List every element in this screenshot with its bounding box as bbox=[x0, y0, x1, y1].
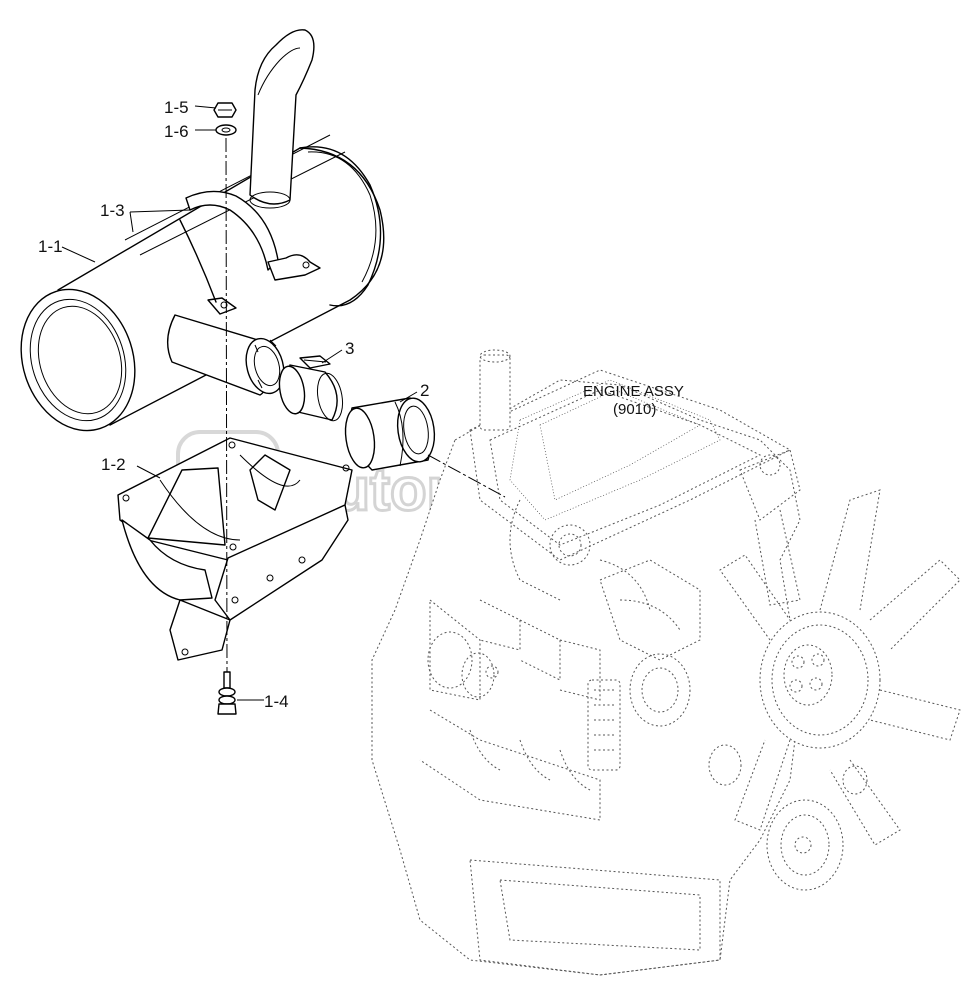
label-1-2: 1-2 bbox=[101, 455, 126, 474]
label-3: 3 bbox=[345, 339, 354, 358]
label-2: 2 bbox=[420, 381, 429, 400]
bracket-part-1-2 bbox=[117, 437, 353, 661]
engine-assembly bbox=[371, 349, 961, 976]
label-1-3: 1-3 bbox=[100, 201, 125, 220]
clamp-part-3 bbox=[278, 355, 344, 422]
label-1-6: 1-6 bbox=[164, 122, 189, 141]
washer-part-1-6 bbox=[215, 124, 237, 136]
bolt-part-1-4 bbox=[217, 671, 237, 715]
pipe-part-2 bbox=[344, 397, 436, 471]
label-1-4: 1-4 bbox=[264, 692, 289, 711]
muffler-part-1-1 bbox=[20, 29, 385, 432]
label-1-5: 1-5 bbox=[164, 98, 189, 117]
engine-assy-label: ENGINE ASSY bbox=[583, 383, 684, 400]
engine-assy-code: (9010) bbox=[613, 401, 656, 418]
label-1-1: 1-1 bbox=[38, 237, 63, 256]
nut-part-1-5 bbox=[213, 102, 237, 118]
